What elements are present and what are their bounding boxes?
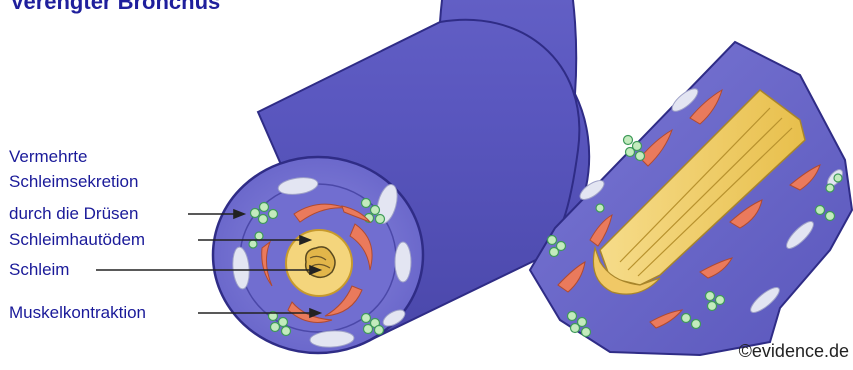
copyright-notice: ©evidence.de [739,341,849,362]
label-mucus-secretion-line3: durch die Drüsen [9,203,138,224]
label-mucus-secretion-line2: Schleimsekretion [9,171,138,192]
diagram-title: Verengter Bronchus [10,0,220,15]
label-muscle-contraction: Muskelkontraktion [9,302,146,323]
label-edema: Schleimhautödem [9,229,145,250]
label-mucus-secretion-line1: Vermehrte [9,146,87,167]
label-mucus: Schleim [9,259,69,280]
